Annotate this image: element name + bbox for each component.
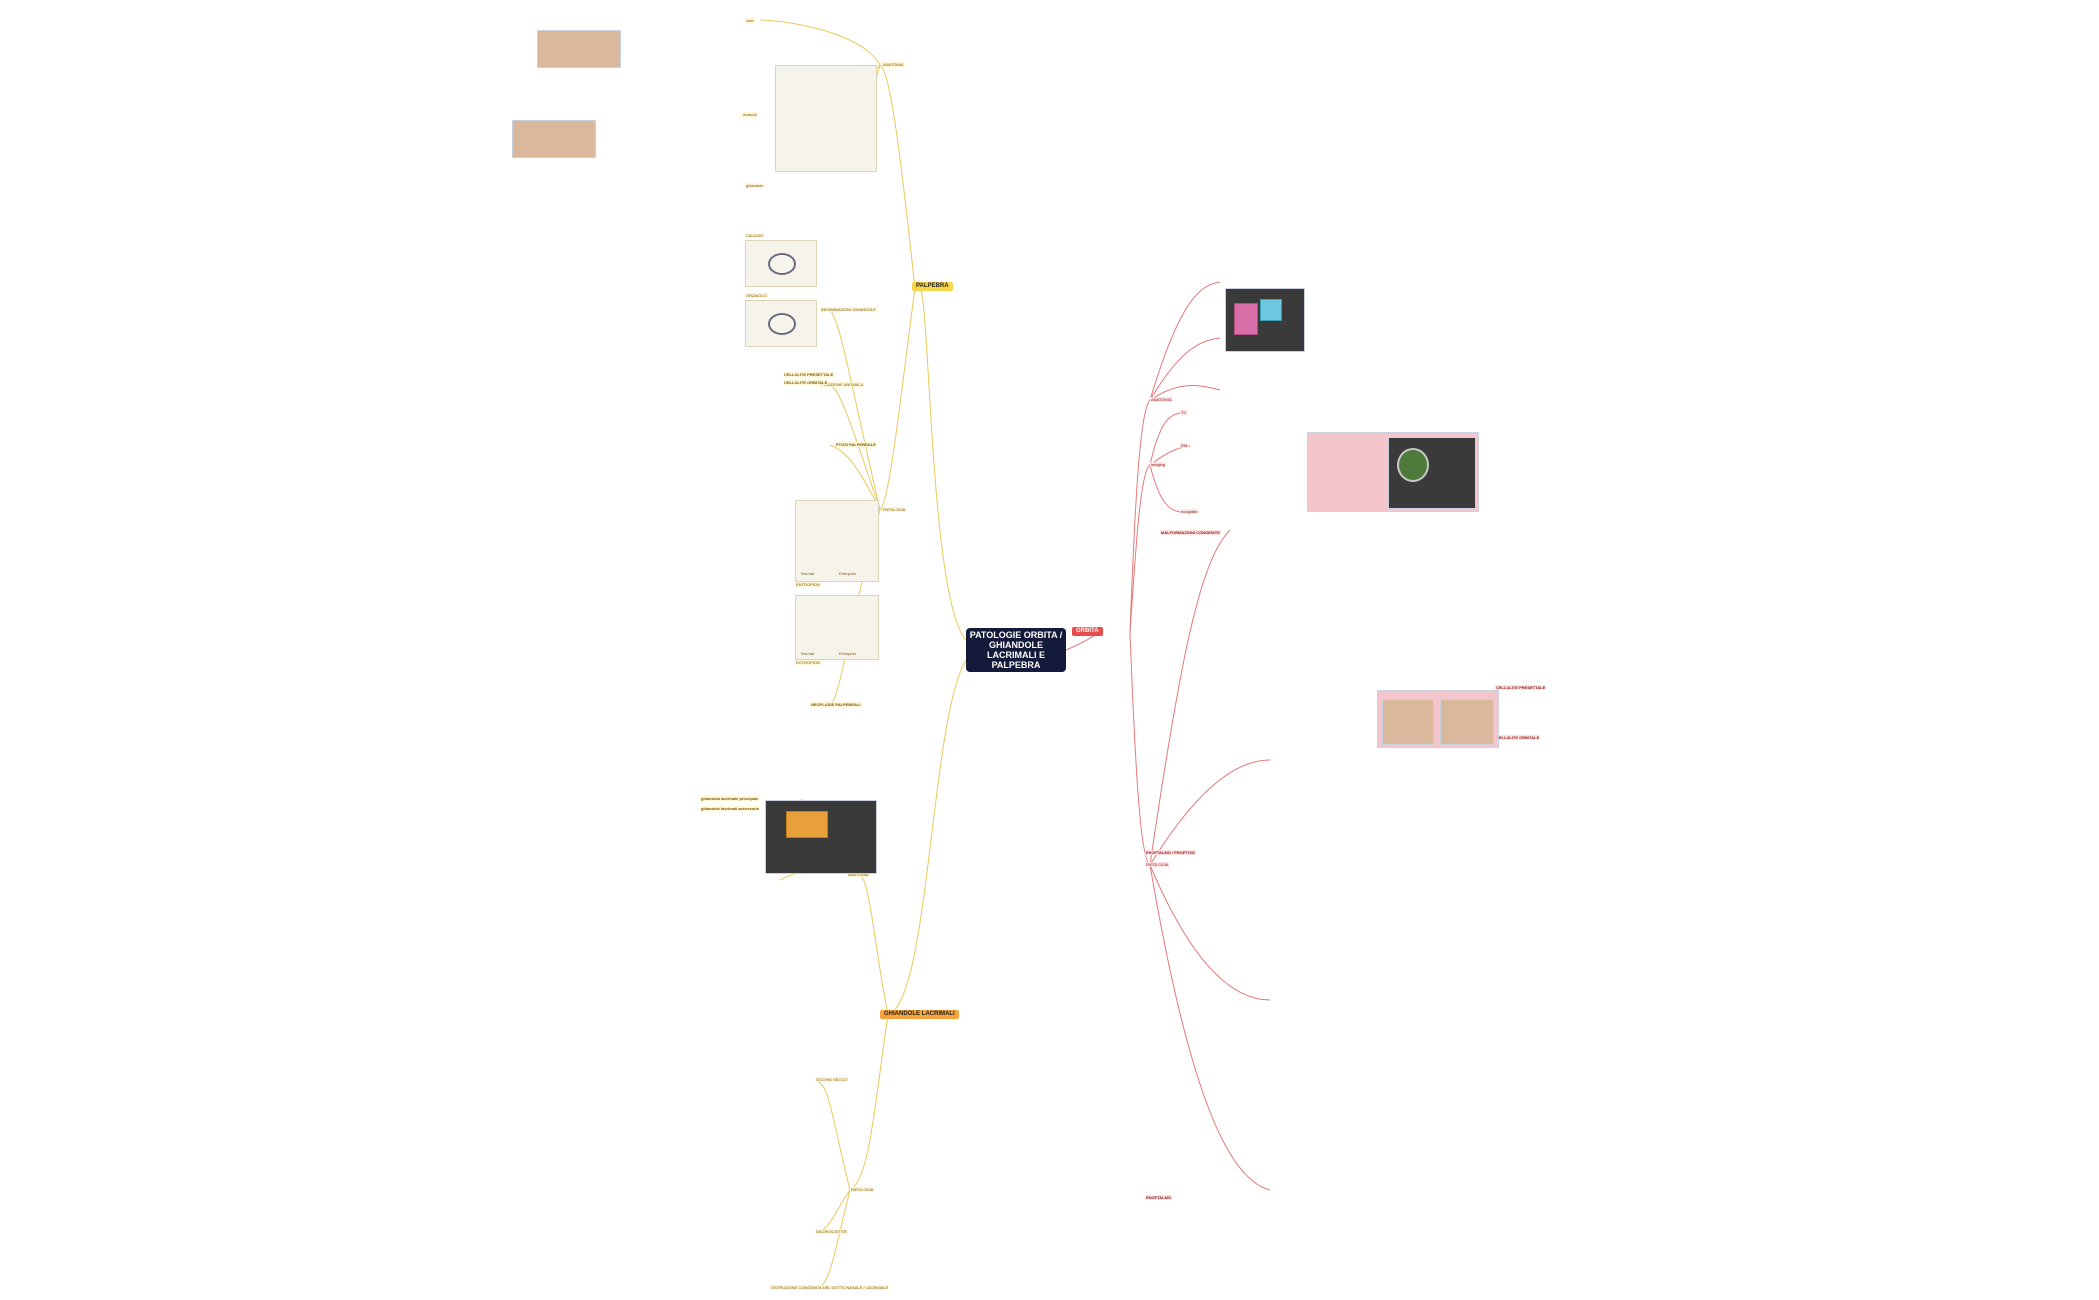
palpebra-anatomia[interactable]: ANATOMIA — [882, 62, 905, 67]
palpebra-cute: cute — [745, 18, 755, 23]
palpebra-ghiandole: ghiandole — [745, 183, 765, 188]
cellulite-photos — [1377, 690, 1499, 748]
orzaiolo-image — [745, 300, 817, 347]
orbita-enoftalmo[interactable]: ENOFTALMO — [1145, 1195, 1173, 1200]
ectropion-diagram: Normal Ectropion — [795, 595, 879, 660]
occhio-secco[interactable]: OCCHIO SECCO — [815, 1077, 849, 1082]
orzaiolo-label: ORZAIOLO — [745, 293, 768, 298]
ectropion-normal-caption: Normal — [801, 651, 814, 656]
orbita-anatomia[interactable]: ANATOMIA — [1150, 397, 1173, 402]
branch-orbita[interactable]: ORBITA — [1072, 627, 1103, 636]
entropion-caption: Entropion — [839, 571, 857, 576]
cellulite-presettale-photo — [1382, 699, 1434, 745]
dacriocistite[interactable]: DACRIOCISTITE — [815, 1229, 848, 1234]
ghiandole-lacrimali-accessorie: ghiandole lacrimali accessorie — [700, 806, 761, 811]
orbita-patologia[interactable]: PATOLOGIA — [1145, 862, 1170, 867]
orbita-cellulite-orbitale: CELLULITE ORBITALE — [1495, 735, 1541, 740]
orbit-bone-highlight-2 — [1260, 299, 1282, 321]
orbita-cellulite-presettale: CELLULITE PRESETTALE — [1495, 685, 1547, 690]
imaging-ecografia: ecografia — [1180, 509, 1199, 514]
skull-orbit-image — [1225, 288, 1305, 352]
ectropion-caption: Ectropion — [839, 651, 856, 656]
palpebra-posizione-anomala[interactable]: POSIZIONE ANOMALA — [820, 382, 865, 387]
branch-ghiandole-lacrimali[interactable]: GHIANDOLE LACRIMALI — [880, 1010, 959, 1019]
entropion-diagram: Normal Entropion — [795, 500, 879, 582]
orbita-imaging[interactable]: imaging — [1150, 462, 1167, 467]
eye-icon — [1397, 448, 1429, 482]
lacrimal-gland-image — [765, 800, 877, 874]
central-topic[interactable]: PATOLOGIE ORBITA / GHIANDOLE LACRIMALI E… — [966, 628, 1066, 672]
ptosis-photo-2 — [512, 120, 596, 158]
palpebra-muscoli: muscoli — [742, 112, 758, 117]
orbita-esoftalmo[interactable]: ESOFTALMO / PROPTOSI — [1145, 850, 1196, 855]
palpebra-patologia[interactable]: PATOLOGIA — [882, 507, 907, 512]
eye-icon — [768, 253, 796, 275]
palpebra-anatomy-illustration — [775, 65, 877, 172]
entropion-normal-caption: Normal — [801, 571, 814, 576]
mri-scan — [1388, 437, 1476, 509]
imaging-rm: RM — [1180, 443, 1189, 448]
eye-icon — [768, 313, 796, 335]
ectropion-label: ECTROPION — [795, 660, 821, 665]
branch-palpebra[interactable]: PALPEBRA — [912, 282, 953, 291]
ghiandole-anatomia[interactable]: ANATOMIA — [847, 872, 870, 877]
lacrimal-gland-highlight — [786, 811, 828, 838]
palpebra-neoplasie[interactable]: NEOPLASIE PALPEBRALI — [810, 702, 862, 707]
palpebra-cellulite-orbitale: CELLULITE ORBITALE — [783, 380, 829, 385]
palpebra-cellulite-presettale: CELLULITE PRESETTALE — [783, 372, 835, 377]
palpebra-ptosi[interactable]: PTOSI PALPEBRALE — [835, 442, 877, 447]
palpebra-infiammazioni[interactable]: INFIAMMAZIONI GHIANDOLE — [820, 307, 877, 312]
calazio-image — [745, 240, 817, 287]
orbita-malformazioni-congenite[interactable]: MALFORMAZIONI CONGENITE — [1160, 530, 1221, 535]
calazio-label: CALAZIO — [745, 233, 765, 238]
imaging-mri-panel — [1307, 432, 1479, 512]
ghiandola-lacrimale-principale: ghiandola lacrimale principale — [700, 796, 760, 801]
ptosis-photo-1 — [537, 30, 621, 68]
imaging-tc: TC — [1180, 410, 1188, 415]
orbit-bone-highlight — [1234, 303, 1258, 335]
ostruzione-congenita[interactable]: OSTRUZIONE CONGENITA DEL DOTTO NASALE / … — [770, 1285, 890, 1290]
ghiandole-patologia[interactable]: PATOLOGIA — [850, 1187, 875, 1192]
cellulite-orbitale-photo — [1440, 699, 1494, 745]
entropion-label: ENTROPION — [795, 582, 821, 587]
